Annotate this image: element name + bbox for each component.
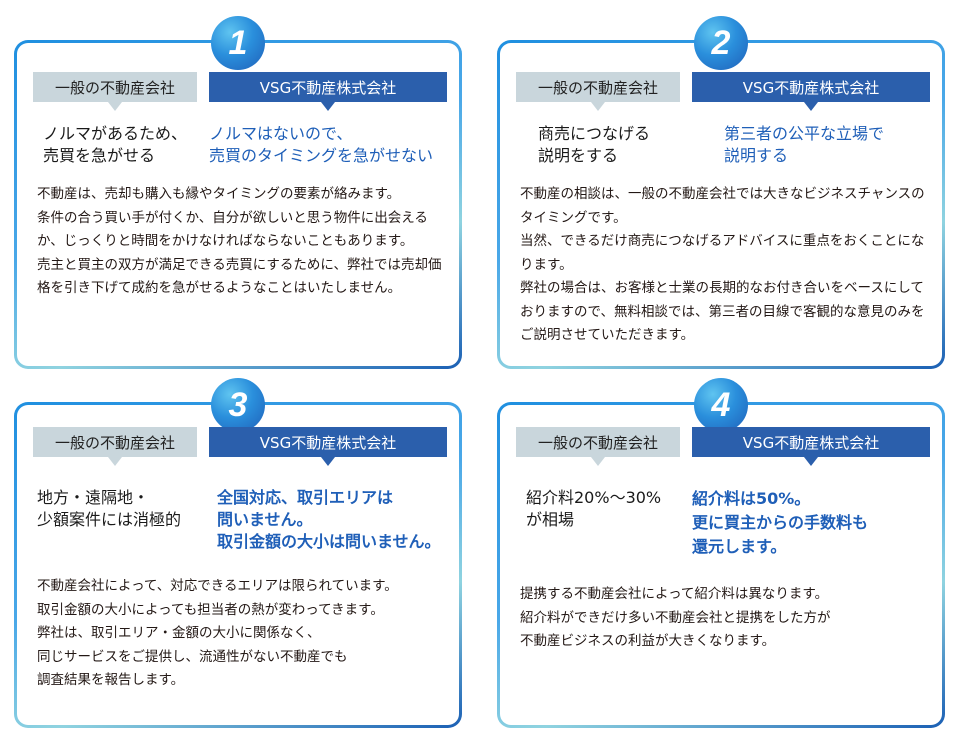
general-company-label: 一般の不動産会社 <box>33 72 197 111</box>
general-company-point: 紹介料20%〜30% が相場 <box>526 488 662 529</box>
vsg-company-label: VSG不動産株式会社 <box>209 427 447 466</box>
vsg-company-label: VSG不動産株式会社 <box>692 72 930 111</box>
vsg-company-label: VSG不動産株式会社 <box>209 72 447 111</box>
vsg-company-label: VSG不動産株式会社 <box>692 427 930 466</box>
vsg-company-point: 全国対応、取引エリアは 問いません。 取引金額の大小は問いません。 <box>217 488 441 551</box>
number-badge-icon: 1 <box>211 16 265 70</box>
comparison-card-1: 1 一般の不動産会社 VSG不動産株式会社 ノルマがあるため、 売買を急がせる … <box>14 16 462 369</box>
general-company-point: 地方・遠隔地・ 少額案件には消極的 <box>37 488 182 529</box>
card-description: 不動産は、売却も購入も縁やタイミングの要素が絡みます。 条件の合う買い手が付くか… <box>37 186 442 296</box>
number-badge-icon: 2 <box>694 16 748 70</box>
card-description: 不動産会社によって、対応できるエリアは限られています。 取引金額の大小によっても… <box>37 578 398 688</box>
comparison-card-2: 2 一般の不動産会社 VSG不動産株式会社 商売につなげる 説明をする 第三者の… <box>497 16 945 369</box>
number-badge-icon: 3 <box>211 378 265 432</box>
vsg-company-point: ノルマはないので、 売買のタイミングを急がせない <box>209 124 434 165</box>
general-company-point: 商売につなげる 説明をする <box>538 124 651 165</box>
number-badge-icon: 4 <box>694 378 748 432</box>
card-description: 提携する不動産会社によって紹介料は異なります。 紹介料ができだけ多い不動産会社と… <box>520 586 831 649</box>
card-description: 不動産の相談は、一般の不動産会社では大きなビジネスチャンスのタイミングです。 当… <box>520 186 925 343</box>
general-company-point: ノルマがあるため、 売買を急がせる <box>43 124 188 165</box>
general-company-label: 一般の不動産会社 <box>516 427 680 466</box>
general-company-label: 一般の不動産会社 <box>516 72 680 111</box>
vsg-company-point: 紹介料は50%。 更に買主からの手数料も 還元します。 <box>692 489 869 556</box>
comparison-card-3: 3 一般の不動産会社 VSG不動産株式会社 地方・遠隔地・ 少額案件には消極的 … <box>14 378 462 728</box>
vsg-company-point: 第三者の公平な立場で 説明する <box>724 124 885 165</box>
comparison-card-4: 4 一般の不動産会社 VSG不動産株式会社 紹介料20%〜30% が相場 紹介料… <box>497 378 945 728</box>
general-company-label: 一般の不動産会社 <box>33 427 197 466</box>
